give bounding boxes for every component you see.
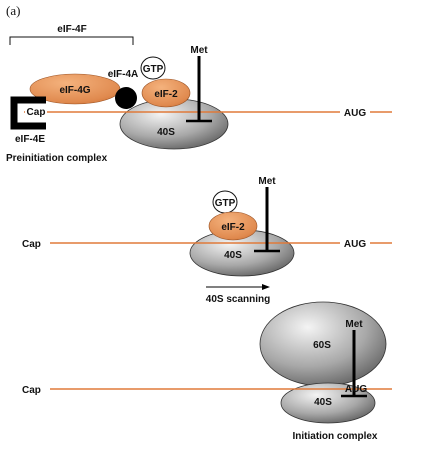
40s-label: 40S [224, 250, 242, 261]
aug-box [340, 236, 370, 250]
eif4e-cap-bracket [10, 96, 46, 130]
eif4a-factor [115, 87, 137, 109]
gtp-label: GTP [215, 198, 236, 209]
panel-label: (a) [6, 3, 20, 18]
gtp-label: GTP [143, 64, 164, 75]
scanning-caption: 40S scanning [206, 294, 270, 305]
scanning-stage: Cap GTP eIF-2 Met 40S AUG 40S scanning [18, 176, 392, 305]
scanning-arrowhead [262, 284, 270, 290]
preinitiation-complex: eIF-4F eIF-4G eIF-4A GTP eIF-2 Met Cap e… [6, 24, 392, 164]
40s-label: 40S [314, 397, 332, 408]
cap-label: Cap [22, 385, 41, 396]
initiation-complex: Cap Met 60S AUG 40S Initiation complex [18, 301, 392, 442]
aug-box [340, 105, 370, 119]
cap-label: Cap [22, 239, 41, 250]
cap-box [18, 236, 48, 250]
cap-box [25, 104, 47, 119]
aug-label: AUG [344, 239, 366, 250]
initiation-caption: Initiation complex [292, 431, 377, 442]
eif2-label: eIF-2 [154, 89, 178, 100]
eif4f-label: eIF-4F [57, 24, 86, 35]
met-label: Met [345, 319, 363, 330]
aug-label: AUG [345, 384, 367, 395]
40s-subunit [280, 382, 376, 424]
eif4e-label: eIF-4E [15, 134, 45, 145]
preinitiation-caption: Preinitiation complex [6, 153, 108, 164]
eif2-factor [208, 211, 258, 241]
eif2-label: eIF-2 [221, 222, 245, 233]
eif2-factor [141, 78, 191, 108]
met-label: Met [258, 176, 276, 187]
gtp-bubble [140, 56, 166, 80]
60s-label: 60S [313, 340, 331, 351]
met-label: Met [190, 45, 208, 56]
aug-label: AUG [344, 108, 366, 119]
40s-label: 40S [157, 127, 175, 138]
cap-box [18, 382, 48, 396]
cap-label: Cap [27, 107, 46, 118]
eif4a-label: eIF-4A [108, 69, 139, 80]
eif4f-bracket [9, 36, 134, 45]
eif4g-label: eIF-4G [59, 85, 90, 96]
